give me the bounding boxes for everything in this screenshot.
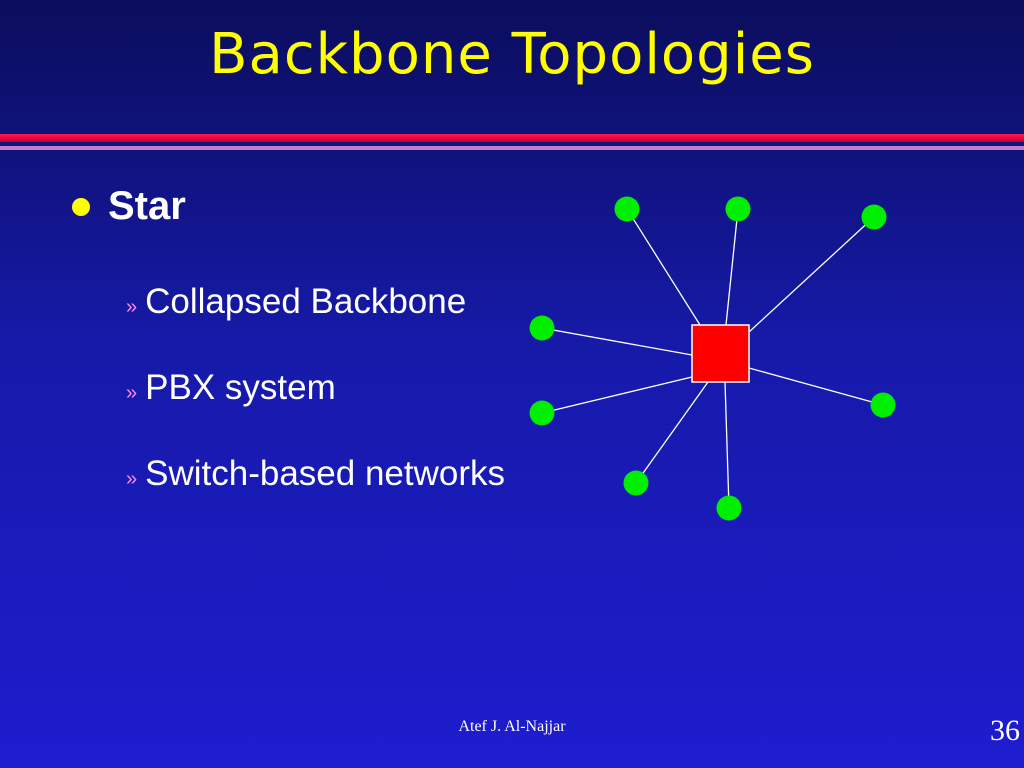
star-links — [541, 208, 884, 509]
star-link-7 — [635, 381, 709, 484]
slide-title: Backbone Topologies — [209, 22, 815, 87]
star-node-7 — [623, 470, 649, 496]
star-node-2 — [725, 196, 751, 222]
bullet-dot-icon — [72, 197, 90, 216]
star-node-4 — [529, 315, 555, 341]
star-link-3 — [748, 216, 875, 333]
star-link-2 — [725, 208, 739, 326]
title-rule-red — [0, 134, 1024, 142]
sub-marker-icon: » — [126, 296, 138, 318]
sub-item-pbx-system: » PBX system — [126, 368, 336, 408]
sub-marker-icon: » — [126, 382, 138, 404]
bullet-label: Star — [108, 184, 186, 228]
sub-item-label: Collapsed Backbone — [145, 282, 467, 321]
star-node-6 — [870, 392, 896, 418]
sub-item-switch-based-networks: » Switch-based networks — [126, 454, 505, 494]
star-link-8 — [724, 381, 730, 509]
page-number: 36 — [990, 714, 1020, 747]
star-node-3 — [861, 204, 887, 230]
star-link-5 — [541, 376, 693, 414]
star-node-8 — [716, 495, 742, 521]
sub-marker-icon: » — [126, 468, 138, 490]
star-link-6 — [748, 367, 884, 406]
star-nodes — [529, 196, 896, 521]
star-node-1 — [614, 196, 640, 222]
star-link-1 — [626, 208, 701, 326]
sub-item-collapsed-backbone: » Collapsed Backbone — [126, 282, 466, 322]
bullet-star: Star — [72, 184, 186, 229]
sub-item-label: PBX system — [145, 368, 336, 407]
sub-item-label: Switch-based networks — [145, 454, 506, 493]
hub-switch — [691, 324, 750, 383]
title-rule-pink — [0, 146, 1024, 150]
footer-author: Atef J. Al-Najjar — [458, 718, 566, 735]
star-node-5 — [529, 400, 555, 426]
star-link-4 — [541, 327, 693, 356]
